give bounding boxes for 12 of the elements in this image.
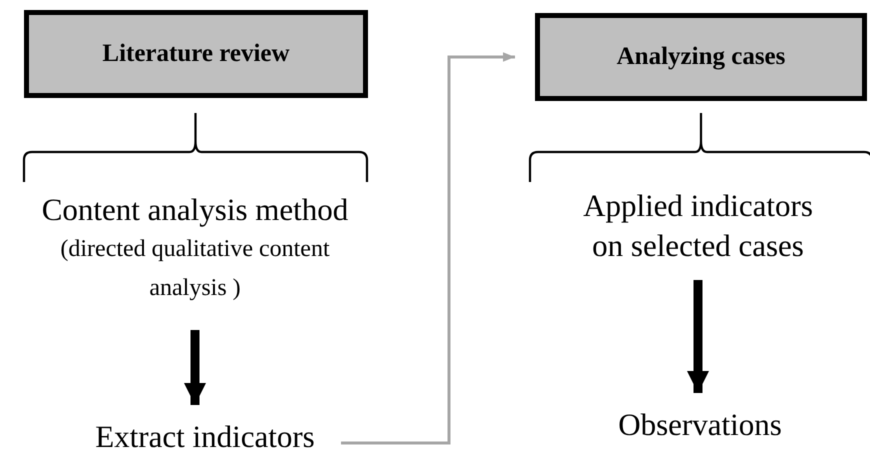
step-text: Observations: [618, 406, 782, 444]
arrow: [341, 52, 515, 444]
step-text: Content analysis method: [42, 191, 348, 229]
box-heading: Analyzing cases: [616, 43, 786, 71]
process-box: [24, 10, 368, 98]
arrow: [184, 330, 206, 405]
step-text: Applied indicators on selected cases: [582, 187, 814, 266]
process-box: [535, 13, 867, 101]
step-note: (directed qualitative content analysis ): [59, 235, 331, 303]
arrow: [687, 280, 709, 393]
box-heading: Literature review: [102, 40, 290, 68]
step-text: Extract indicators: [95, 418, 315, 456]
